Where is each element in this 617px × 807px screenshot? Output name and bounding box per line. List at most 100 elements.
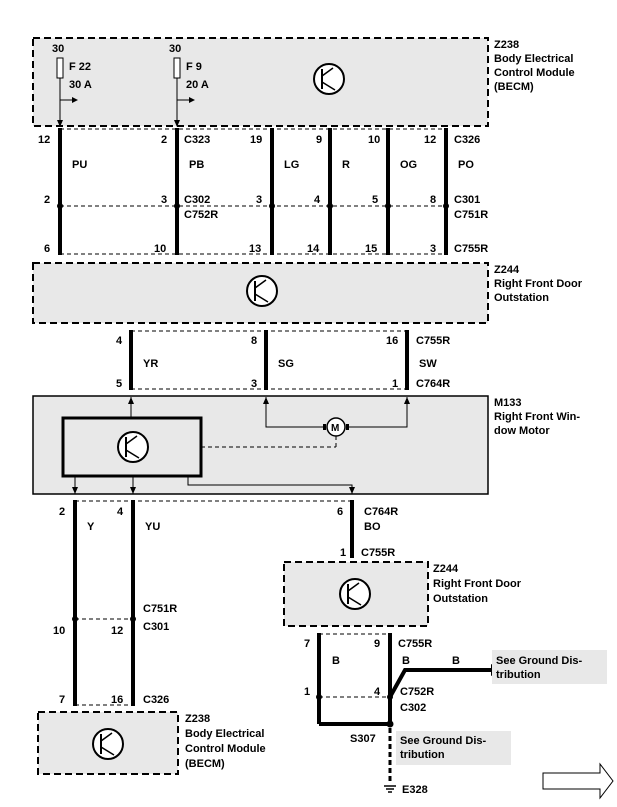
outstation-bottom-line1: Right Front Door xyxy=(433,578,522,590)
ground-pin-7: 7 xyxy=(304,638,310,650)
pin-yu-mid: 12 xyxy=(111,625,123,637)
lower-wire-bundle xyxy=(72,500,354,706)
becm-bottom-line1: Body Electrical xyxy=(185,728,264,740)
fuse-f9-name: F 9 xyxy=(186,61,202,73)
splice-s307: S307 xyxy=(350,733,376,745)
wire-label-pu: PU xyxy=(72,159,87,171)
ground-pin-4: 4 xyxy=(374,686,381,698)
pin-r-top: 9 xyxy=(316,134,322,146)
pin-sw-top: 16 xyxy=(386,335,398,347)
becm-bottom-box xyxy=(37,711,179,775)
motor-line1: Right Front Win- xyxy=(494,411,580,423)
becm-bottom-line3: (BECM) xyxy=(185,758,225,770)
pin-bo-bottom: 1 xyxy=(340,547,346,559)
wire-label-po: PO xyxy=(458,159,474,171)
fuse-f22-symbol xyxy=(56,57,64,79)
connector-c751r-lower: C751R xyxy=(143,603,177,615)
pin-og-mid: 5 xyxy=(372,194,378,206)
ground-symbol-icon xyxy=(384,785,396,793)
connector-c752r-ground: C752R xyxy=(400,686,434,698)
becm-bottom-transistor-icon xyxy=(92,728,124,760)
pin-yu-top: 4 xyxy=(117,506,124,518)
connector-c302: C302 xyxy=(184,194,210,206)
pin-lg-mid: 3 xyxy=(256,194,262,206)
fuse-f22-supply: 30 xyxy=(52,43,64,55)
pin-yr-top: 4 xyxy=(116,335,123,347)
see-ground-1-line2[interactable]: tribution xyxy=(496,669,541,681)
connector-c326-lower: C326 xyxy=(143,694,169,706)
lower-wire-bo-label: BO xyxy=(364,521,381,533)
becm-top-code: Z238 xyxy=(494,39,519,51)
see-ground-2-line1[interactable]: See Ground Dis- xyxy=(400,735,487,747)
connector-c326: C326 xyxy=(454,134,480,146)
becm-bottom-line2: Control Module xyxy=(185,743,266,755)
pin-sg-top: 8 xyxy=(251,335,257,347)
outstation-bottom-line2: Outstation xyxy=(433,593,488,605)
pin-yr-bottom: 5 xyxy=(116,378,122,390)
pin-sw-bottom: 1 xyxy=(392,378,398,390)
outstation-top-code: Z244 xyxy=(494,264,520,276)
becm-top-line1: Body Electrical xyxy=(494,53,573,65)
ground-wire-b2: B xyxy=(402,655,410,667)
next-page-arrow-icon[interactable] xyxy=(542,762,614,800)
see-ground-2-line2[interactable]: tribution xyxy=(400,749,445,761)
ground-wire-b1: B xyxy=(332,655,340,667)
motor-wire-bundle xyxy=(129,330,409,390)
connector-c752r: C752R xyxy=(184,209,218,221)
becm-bottom-code: Z238 xyxy=(185,713,210,725)
pin-pb-top: 2 xyxy=(161,134,167,146)
becm-top-line2: Control Module xyxy=(494,67,575,79)
connector-c764r: C764R xyxy=(416,378,450,390)
top-wire-bundle xyxy=(57,128,449,255)
connector-c755r-motor: C755R xyxy=(416,335,450,347)
pin-og-top: 10 xyxy=(368,134,380,146)
pin-po-bottom: 3 xyxy=(430,243,436,255)
outstation-bottom-transistor-icon xyxy=(339,578,371,610)
pin-bo-top: 6 xyxy=(337,506,343,518)
pin-y-top: 2 xyxy=(59,506,65,518)
see-ground-1-line1[interactable]: See Ground Dis- xyxy=(496,655,583,667)
becm-top-box xyxy=(32,37,489,127)
wire-label-pb: PB xyxy=(189,159,204,171)
motor-control-transistor-icon xyxy=(117,431,149,463)
connector-c764r-lower: C764R xyxy=(364,506,398,518)
fuse-f22-rating: 30 A xyxy=(69,79,92,91)
outstation-top-line2: Outstation xyxy=(494,292,549,304)
connector-c755r: C755R xyxy=(454,243,488,255)
pin-r-mid: 4 xyxy=(314,194,321,206)
pin-pu-bottom: 6 xyxy=(44,243,50,255)
lower-wire-y-label: Y xyxy=(87,521,95,533)
outstation-bottom-code: Z244 xyxy=(433,563,459,575)
pin-r-bottom: 14 xyxy=(307,243,320,255)
fuse-f22-name: F 22 xyxy=(69,61,91,73)
pin-pu-top: 12 xyxy=(38,134,50,146)
pin-og-bottom: 15 xyxy=(365,243,377,255)
motor-icon: M xyxy=(323,417,349,437)
connector-c301: C301 xyxy=(454,194,480,206)
ground-pin-1: 1 xyxy=(304,686,310,698)
pin-pu-mid: 2 xyxy=(44,194,50,206)
motor-line2: dow Motor xyxy=(494,425,550,437)
fuse-f9-symbol xyxy=(173,57,181,79)
ground-wire-b3: B xyxy=(452,655,460,667)
pin-po-top: 12 xyxy=(424,134,436,146)
connector-c302-ground: C302 xyxy=(400,702,426,714)
outstation-top-line1: Right Front Door xyxy=(494,278,583,290)
motor-wire-yr-label: YR xyxy=(143,358,158,370)
earth-e328: E328 xyxy=(402,784,428,796)
becm-top-line3: (BECM) xyxy=(494,81,534,93)
motor-symbol-label: M xyxy=(331,423,339,434)
pin-lg-bottom: 13 xyxy=(249,243,261,255)
connector-c755r-ground: C755R xyxy=(398,638,432,650)
pin-y-mid: 10 xyxy=(53,625,65,637)
motor-code: M133 xyxy=(494,397,522,409)
connector-c301-lower: C301 xyxy=(143,621,169,633)
lower-wire-yu-label: YU xyxy=(145,521,160,533)
pin-lg-top: 19 xyxy=(250,134,262,146)
fuse-f9-supply: 30 xyxy=(169,43,181,55)
pin-pb-bottom: 10 xyxy=(154,243,166,255)
motor-wire-sw-label: SW xyxy=(419,358,437,370)
wire-label-r: R xyxy=(342,159,350,171)
pin-pb-mid: 3 xyxy=(161,194,167,206)
